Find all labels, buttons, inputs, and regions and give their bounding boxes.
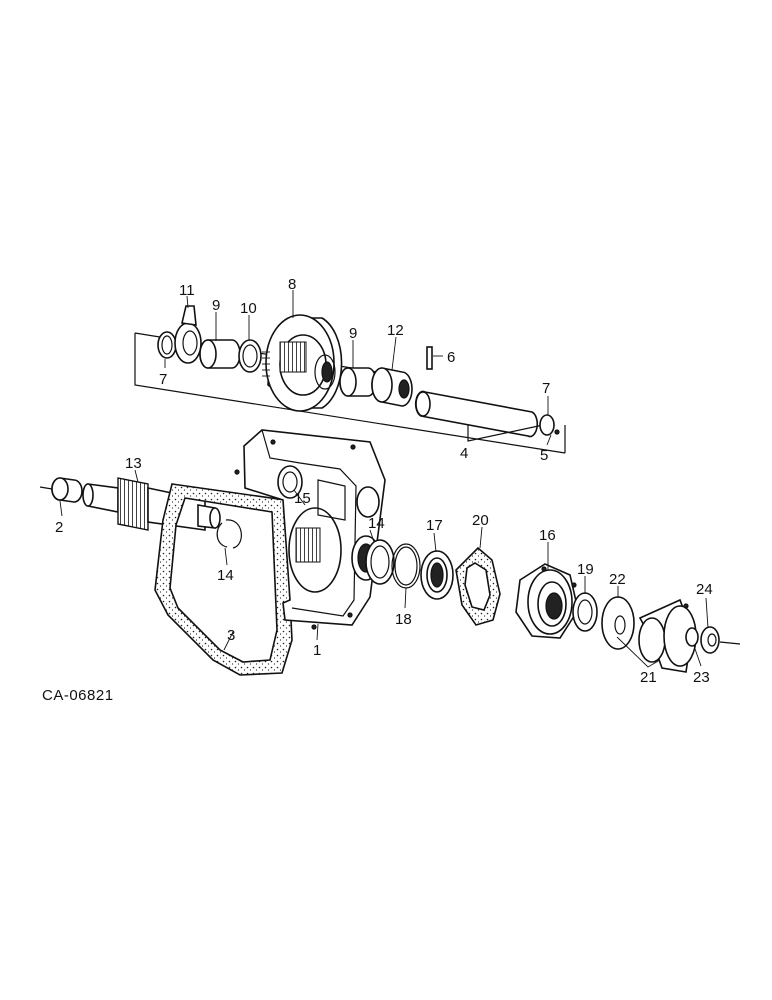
callout-14-right: 14: [368, 515, 385, 532]
callout-9-left: 9: [212, 297, 220, 314]
callout-labels: 11 9 10 8 9 12 6 7 7 4 5 13 2 15 14 14 1…: [55, 276, 713, 686]
callout-13: 13: [125, 455, 142, 472]
callout-17: 17: [426, 517, 443, 534]
callout-14-left: 14: [217, 567, 234, 584]
callout-24: 24: [696, 581, 713, 598]
drawing-id: CA-06821: [42, 687, 114, 704]
callout-20: 20: [472, 512, 489, 529]
input-shaft: [82, 477, 221, 531]
sleeve: [371, 367, 413, 407]
callout-3: 3: [227, 627, 235, 644]
retaining-clip-left: [216, 519, 242, 549]
leader-lines: [59, 290, 709, 668]
callout-10: 10: [240, 300, 257, 317]
snap-ring-left: [157, 331, 177, 359]
callout-21: 21: [640, 669, 657, 686]
callout-9-right: 9: [349, 325, 357, 342]
callout-23: 23: [693, 669, 710, 686]
retaining-ring: [391, 543, 421, 589]
callout-5: 5: [540, 447, 548, 464]
bearing: [420, 550, 454, 600]
bearing-ring: [238, 339, 262, 373]
shaft: [414, 390, 544, 442]
callout-4: 4: [460, 445, 468, 462]
tab-washer: [174, 305, 202, 364]
gear: [262, 314, 343, 412]
yoke-washer: [685, 627, 699, 647]
bushing-left: [199, 339, 241, 369]
dust-shield: [601, 596, 635, 650]
callout-7-left: 7: [159, 371, 167, 388]
callout-2: 2: [55, 519, 63, 536]
callout-11: 11: [179, 282, 195, 299]
snap-ring-14: [365, 539, 395, 585]
oil-seal: [572, 592, 598, 632]
input-bushing: [39, 477, 83, 503]
callout-6: 6: [447, 349, 455, 366]
snap-ring-right: [539, 414, 560, 436]
callout-12: 12: [387, 322, 404, 339]
bearing-cover: [515, 563, 579, 639]
bushing-right: [339, 367, 377, 397]
callout-15: 15: [294, 490, 311, 507]
flange-yoke: [638, 598, 697, 673]
roll-pin: [426, 346, 433, 370]
cover-gasket: [455, 546, 501, 626]
callout-7-right: 7: [542, 380, 550, 397]
callout-1: 1: [313, 642, 321, 659]
callout-16: 16: [539, 527, 556, 544]
housing: [234, 429, 386, 630]
yoke-nut: [700, 626, 741, 654]
callout-18: 18: [395, 611, 412, 628]
callout-22: 22: [609, 571, 626, 588]
callout-19: 19: [577, 561, 594, 578]
callout-8: 8: [288, 276, 296, 293]
